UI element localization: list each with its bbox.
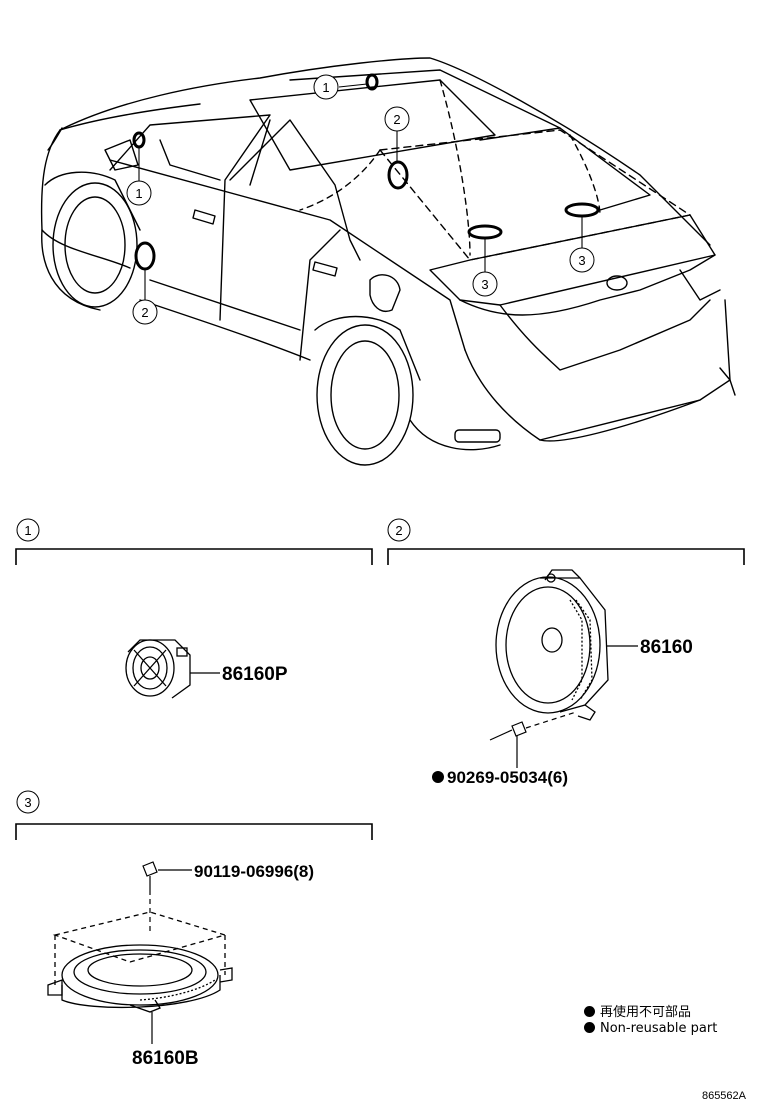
section-1: 1 86160P <box>15 518 373 699</box>
screw-90119-drawing <box>142 861 158 935</box>
callout-2-top: 2 <box>384 106 410 132</box>
svg-text:1: 1 <box>322 80 329 95</box>
legend-en: Non-reusable part <box>584 1021 717 1036</box>
marker-door-speaker-rear <box>387 160 409 190</box>
svg-text:2: 2 <box>141 305 148 320</box>
part-86160-label: 86160 <box>640 637 693 658</box>
callout-3-left: 3 <box>472 271 498 297</box>
bullet-icon <box>584 1022 595 1033</box>
screw-90119-label: 90119-06996(8) <box>194 862 314 881</box>
svg-text:3: 3 <box>481 277 488 292</box>
section-1-bracket <box>15 548 373 565</box>
svg-text:2: 2 <box>393 112 400 127</box>
section-1-number: 1 <box>24 523 31 538</box>
speaker-86160b-drawing <box>47 911 233 1013</box>
section-2-bracket <box>387 548 745 565</box>
callout-2-side: 2 <box>132 299 158 325</box>
marker-tweeter-side <box>132 131 146 149</box>
part-86160b-label: 86160B <box>132 1048 199 1069</box>
tweeter-86160p-drawing <box>125 639 191 699</box>
callout-1-top: 1 <box>313 74 339 100</box>
svg-text:1: 1 <box>135 186 142 201</box>
legend-jp: 再使用不可部品 <box>584 1001 691 1020</box>
part-86160p-label: 86160P <box>222 664 288 685</box>
section-3: 3 90119-06996(8) 86160B <box>15 790 373 1069</box>
screw-90269-label: 90269-05034(6) <box>447 768 568 787</box>
speaker-locations <box>132 73 600 271</box>
car-callouts: 1 1 2 2 3 3 <box>126 74 595 325</box>
callout-leaders <box>138 83 583 300</box>
marker-rear-speaker-left <box>467 224 503 240</box>
marker-rear-speaker-right <box>564 202 600 218</box>
marker-door-speaker-front <box>134 241 156 271</box>
marker-tweeter-front <box>365 73 379 91</box>
figure-code: 865562A <box>701 1090 746 1102</box>
section-3-number: 3 <box>24 795 31 810</box>
speaker-86160-drawing <box>495 569 609 721</box>
callout-1-side: 1 <box>126 180 152 206</box>
screw-90269-drawing <box>489 711 577 741</box>
car-illustration <box>40 57 736 466</box>
svg-text:3: 3 <box>578 253 585 268</box>
section-3-bracket <box>15 823 373 840</box>
bullet-icon <box>584 1006 595 1017</box>
non-reusable-marker <box>432 771 444 783</box>
callout-3-right: 3 <box>569 247 595 273</box>
section-2: 2 86160 90269-05034(6) <box>387 518 745 787</box>
section-2-number: 2 <box>395 523 402 538</box>
